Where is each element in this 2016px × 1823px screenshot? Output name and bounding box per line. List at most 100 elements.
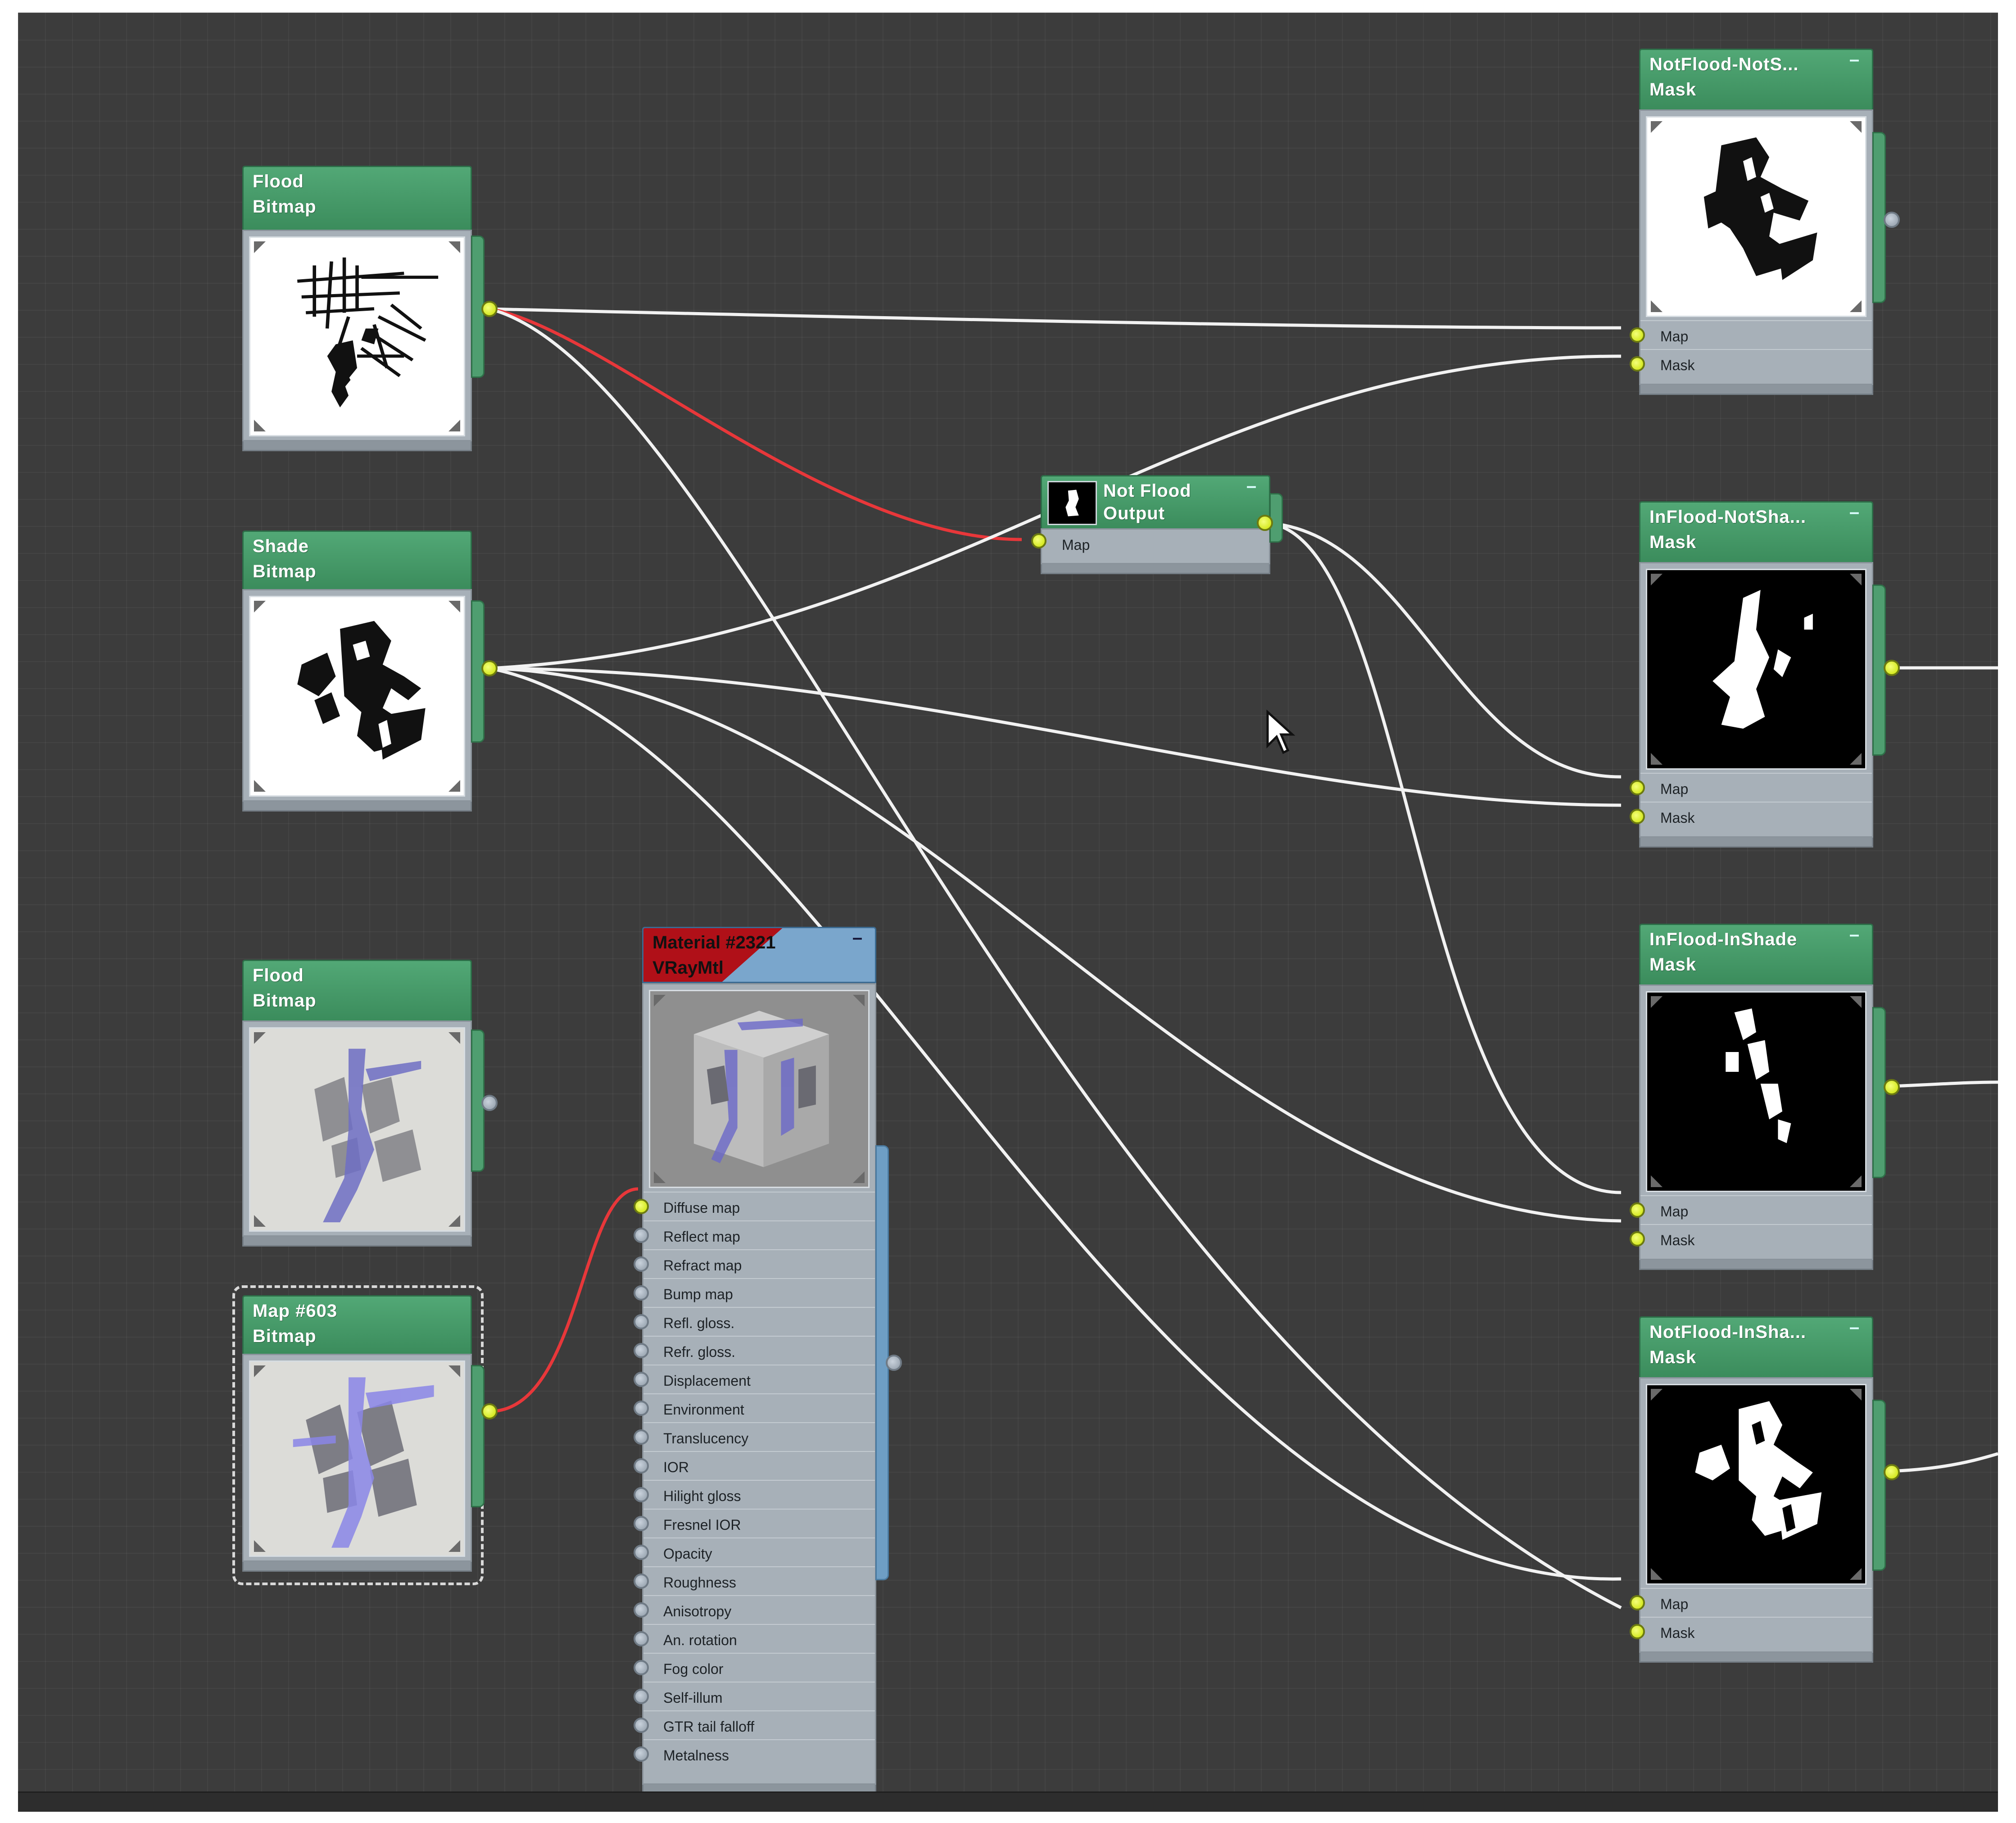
slot-mask[interactable]: Mask — [1630, 1617, 1872, 1646]
slot-refr-gloss[interactable]: Refr. gloss. — [634, 1336, 875, 1365]
input-port-mask[interactable] — [1630, 1231, 1645, 1247]
input-port-mask[interactable] — [1630, 809, 1645, 824]
slot-fresnel-ior[interactable]: Fresnel IOR — [634, 1509, 875, 1537]
input-port-mask[interactable] — [1630, 1624, 1645, 1639]
node-mask-notflood-notshade[interactable]: NotFlood-NotS... Mask – Map Mask — [1630, 49, 1900, 395]
node-header[interactable]: NotFlood-NotS... Mask – — [1639, 49, 1873, 109]
input-port[interactable] — [634, 1458, 649, 1474]
slot-map[interactable]: Map — [1031, 530, 1269, 558]
input-port[interactable] — [634, 1689, 649, 1704]
slot-refract-map[interactable]: Refract map — [634, 1249, 875, 1278]
bitmap-thumbnail[interactable] — [249, 596, 465, 797]
input-port[interactable] — [634, 1487, 649, 1502]
node-mask-inflood-inshade[interactable]: InFlood-InShade Mask – Map Mask — [1630, 924, 1900, 1270]
node-material-2321-vraymtl[interactable]: Material #2321 VRayMtl – Diff — [634, 927, 902, 1795]
minimize-icon[interactable]: – — [1849, 50, 1860, 69]
output-port[interactable] — [481, 660, 498, 676]
input-port[interactable] — [634, 1372, 649, 1387]
input-port[interactable] — [634, 1660, 649, 1675]
slot-metalness[interactable]: Metalness — [634, 1739, 875, 1768]
input-port[interactable] — [634, 1718, 649, 1733]
slot-an-rotation[interactable]: An. rotation — [634, 1624, 875, 1653]
slot-refl-gloss[interactable]: Refl. gloss. — [634, 1307, 875, 1336]
input-port[interactable] — [634, 1516, 649, 1531]
node-mask-inflood-notshade[interactable]: InFlood-NotSha... Mask – Map Mask — [1630, 501, 1900, 848]
output-port[interactable] — [886, 1355, 902, 1371]
slot-opacity[interactable]: Opacity — [634, 1537, 875, 1566]
mask-thumbnail[interactable] — [1646, 1384, 1866, 1585]
bitmap-thumbnail[interactable] — [249, 1360, 465, 1557]
input-port[interactable] — [634, 1602, 649, 1618]
input-port[interactable] — [634, 1631, 649, 1646]
node-header[interactable]: Not Flood Output – — [1041, 475, 1270, 528]
slot-bump-map[interactable]: Bump map — [634, 1278, 875, 1307]
input-port-map[interactable] — [1630, 780, 1645, 795]
output-port[interactable] — [481, 1095, 498, 1111]
output-port[interactable] — [481, 301, 498, 317]
minimize-icon[interactable]: – — [1246, 476, 1257, 496]
output-port[interactable] — [1257, 515, 1273, 531]
slot-map[interactable]: Map — [1630, 773, 1872, 802]
output-port[interactable] — [481, 1403, 498, 1419]
slot-self-illum[interactable]: Self-illum — [634, 1682, 875, 1710]
node-header[interactable]: Map #603 Bitmap — [242, 1295, 472, 1354]
mask-thumbnail[interactable] — [1646, 116, 1866, 317]
node-flood-bitmap-top[interactable]: Flood Bitmap — [242, 166, 498, 454]
input-port[interactable] — [634, 1256, 649, 1272]
slot-mask[interactable]: Mask — [1630, 349, 1872, 378]
slot-ior[interactable]: IOR — [634, 1451, 875, 1480]
input-port[interactable] — [634, 1746, 649, 1762]
input-port-map[interactable] — [1031, 533, 1047, 549]
slot-map[interactable]: Map — [1630, 1195, 1872, 1224]
slot-mask[interactable]: Mask — [1630, 1224, 1872, 1253]
input-port[interactable] — [634, 1314, 649, 1329]
output-port[interactable] — [1884, 660, 1900, 676]
node-header[interactable]: InFlood-NotSha... Mask – — [1639, 501, 1873, 562]
input-port[interactable] — [634, 1228, 649, 1243]
mask-thumbnail[interactable] — [1646, 991, 1866, 1192]
input-port[interactable] — [634, 1574, 649, 1589]
slot-map[interactable]: Map — [1630, 1588, 1872, 1617]
slot-anisotropy[interactable]: Anisotropy — [634, 1595, 875, 1624]
minimize-icon[interactable]: – — [852, 928, 863, 948]
bitmap-thumbnail[interactable] — [249, 1027, 465, 1232]
slot-roughness[interactable]: Roughness — [634, 1566, 875, 1595]
input-port[interactable] — [634, 1343, 649, 1358]
bitmap-thumbnail[interactable] — [249, 236, 465, 436]
output-tab[interactable] — [1872, 1007, 1886, 1178]
output-port[interactable] — [1884, 1079, 1900, 1095]
input-port-map[interactable] — [1630, 1202, 1645, 1218]
minimize-icon[interactable]: – — [1849, 925, 1860, 944]
node-header[interactable]: InFlood-InShade Mask – — [1639, 924, 1873, 984]
output-port[interactable] — [1884, 1464, 1900, 1480]
slot-map[interactable]: Map — [1630, 320, 1872, 349]
input-port[interactable] — [634, 1199, 649, 1214]
node-flood-bitmap-bottom[interactable]: Flood Bitmap — [242, 960, 498, 1248]
slot-fog-color[interactable]: Fog color — [634, 1653, 875, 1682]
slot-translucency[interactable]: Translucency — [634, 1422, 875, 1451]
node-header[interactable]: Flood Bitmap — [242, 166, 472, 230]
node-header[interactable]: NotFlood-InSha... Mask – — [1639, 1316, 1873, 1377]
input-port[interactable] — [634, 1401, 649, 1416]
slate-material-editor-canvas[interactable]: Flood Bitmap — [18, 13, 1998, 1812]
slot-reflect-map[interactable]: Reflect map — [634, 1220, 875, 1249]
output-tab[interactable] — [1872, 1400, 1886, 1571]
slot-gtr-tail-falloff[interactable]: GTR tail falloff — [634, 1710, 875, 1739]
input-port[interactable] — [634, 1545, 649, 1560]
node-header[interactable]: Flood Bitmap — [242, 960, 472, 1020]
input-port-map[interactable] — [1630, 1595, 1645, 1610]
node-map-603-bitmap[interactable]: Map #603 Bitmap — [242, 1295, 498, 1574]
node-header[interactable]: Shade Bitmap — [242, 531, 472, 589]
output-port[interactable] — [1884, 212, 1900, 228]
node-not-flood-output[interactable]: Not Flood Output – Map — [1031, 475, 1283, 575]
mask-thumbnail[interactable] — [1646, 569, 1866, 770]
input-port-mask[interactable] — [1630, 356, 1645, 372]
output-tab[interactable] — [471, 1365, 485, 1507]
minimize-icon[interactable]: – — [1849, 502, 1860, 522]
slot-displacement[interactable]: Displacement — [634, 1365, 875, 1393]
material-header[interactable]: Material #2321 VRayMtl – — [642, 927, 876, 983]
slot-mask[interactable]: Mask — [1630, 802, 1872, 830]
slot-environment[interactable]: Environment — [634, 1393, 875, 1422]
minimize-icon[interactable]: – — [1849, 1317, 1860, 1337]
input-port[interactable] — [634, 1429, 649, 1445]
